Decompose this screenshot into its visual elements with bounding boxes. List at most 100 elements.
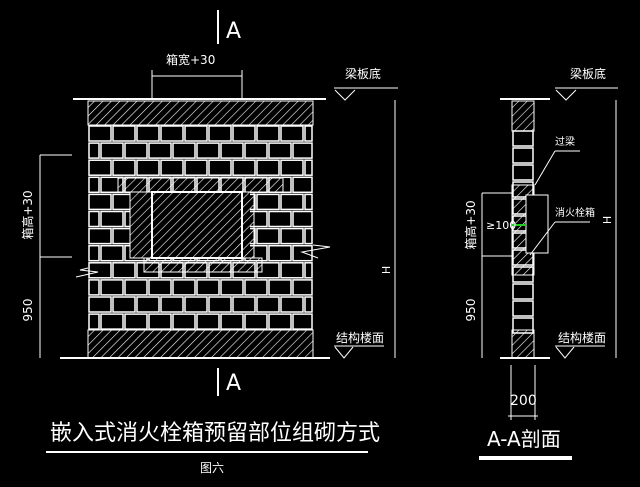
brick [304,125,313,142]
brick [100,313,124,330]
section-title: A-A剖面 [487,427,561,451]
brick [256,159,280,176]
section-floor-label: 结构楼面 [558,330,606,345]
lintel [117,177,284,193]
lintel-label: 过梁 [555,135,575,148]
box-height-dimension: 箱高+30 [20,190,35,239]
brick [172,313,196,330]
brick [196,279,220,296]
brick [280,159,304,176]
brick [304,159,313,176]
brick [256,227,280,245]
brick [268,210,292,228]
figure-label: 图六 [200,461,224,475]
brick [88,176,100,194]
brick [232,296,256,313]
brick [292,279,313,296]
brick [256,296,280,313]
brick [184,159,208,176]
brick [112,159,136,176]
brick [304,296,313,313]
beam-bottom-label: 梁板底 [345,66,381,81]
brick [88,159,112,176]
section-bottom-course [511,329,535,359]
brick [112,125,136,142]
brick [292,176,313,194]
brick [88,210,100,228]
bottom-infill [143,257,263,273]
hydrant-box-label: 消火栓箱 [555,206,595,219]
brick [292,210,313,228]
section-level-mark-top [555,89,577,101]
brick [88,227,112,245]
min-100-label: ≥100 [486,219,516,232]
section-beam-bottom-label: 梁板底 [570,66,606,81]
elevation-view: A 箱宽+30 箱高+30 950 H 梁板底 结构楼面 A 嵌入式消火栓箱预留… [20,10,398,475]
brick [112,262,136,279]
hydrant-box-section [525,194,549,254]
brick [220,313,244,330]
section-brick [512,164,534,181]
brick [88,193,112,211]
brick [268,142,292,159]
brick [244,279,268,296]
level-mark-top [334,89,356,101]
brick [100,244,124,262]
brick [160,159,184,176]
brick [220,279,244,296]
brick [88,313,100,330]
brick [280,296,304,313]
hydrant-box-leader [529,221,556,256]
level-mark-bottom [334,346,354,359]
section-view: ≥100 过梁 消火栓箱 箱高+30 950 H 梁板底 结构楼面 200 A-… [463,66,618,460]
floor-label: 结构楼面 [336,330,384,345]
brick [268,313,292,330]
brick [136,296,160,313]
brick [244,142,268,159]
brick [88,244,100,262]
section-brick [512,283,534,300]
brick [88,142,100,159]
box-width-dimension: 箱宽+30 [166,52,215,67]
brick [280,262,304,279]
brick [256,125,280,142]
brick [196,142,220,159]
brick [100,142,124,159]
dim-h: H [380,266,393,274]
section-brick [512,300,534,317]
brick [268,279,292,296]
side-infill-right [241,191,255,259]
section-dim-950: 950 [464,299,478,322]
brick [292,142,313,159]
section-brick [512,147,534,164]
brick [124,279,148,296]
brick [160,296,184,313]
dim-950: 950 [21,299,35,322]
brick [148,142,172,159]
brick [244,313,268,330]
brick [136,125,160,142]
section-marker-bottom: A [226,371,241,396]
brick [124,313,148,330]
section-beam [511,100,535,132]
brick [292,313,313,330]
brick [148,279,172,296]
side-infill-left [129,191,153,259]
brick [100,210,124,228]
lintel-leader [534,150,556,186]
brick [112,296,136,313]
brick [232,159,256,176]
brick [232,125,256,142]
brick [280,125,304,142]
brick [208,125,232,142]
section-level-mark-bottom [555,346,575,359]
brick [124,142,148,159]
main-title: 嵌入式消火栓箱预留部位组砌方式 [50,421,380,446]
brick [148,313,172,330]
brick [88,279,100,296]
brick [220,142,244,159]
break-line-left [75,267,99,278]
brick [88,125,112,142]
brick [88,296,112,313]
